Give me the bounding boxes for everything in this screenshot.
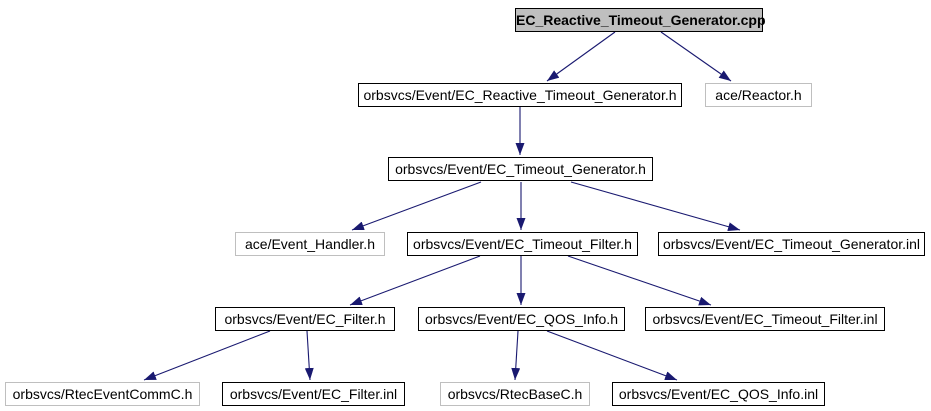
edge-qos_info_h-to-rtec_base_c_h	[511, 330, 521, 381]
graph-node-timeout-generator-inl[interactable]: orbsvcs/Event/EC_Timeout_Generator.inl	[658, 232, 925, 256]
graph-node-qos-info-inl[interactable]: orbsvcs/Event/EC_QOS_Info.inl	[612, 382, 825, 406]
edge-timeout_filter_h-to-filter_h	[349, 255, 481, 306]
edge-qos_info_h-to-qos_info_inl	[546, 330, 678, 381]
edge-cpp-to-reactor_h	[660, 31, 732, 82]
edge-timeout_generator_h-to-timeout_generator_inl	[570, 181, 741, 232]
edge-filter_h-to-rtec_event_comm_c_h	[143, 330, 271, 381]
edge-filter_h-to-filter_inl	[304, 330, 314, 381]
graph-node-qos-info-h[interactable]: orbsvcs/Event/EC_QOS_Info.h	[418, 307, 625, 331]
graph-node-root-cpp: EC_Reactive_Timeout_Generator.cpp	[515, 8, 766, 32]
graph-node-event-handler-h: ace/Event_Handler.h	[235, 232, 385, 256]
graph-node-reactive-timeout-generator-h[interactable]: orbsvcs/Event/EC_Reactive_Timeout_Genera…	[358, 83, 682, 107]
edge-timeout_filter_h-to-timeout_filter_inl	[567, 255, 712, 306]
edge-cpp-to-reactive_timeout_generator_h	[546, 31, 616, 82]
graph-node-rtec-base-c-h: orbsvcs/RtecBaseC.h	[440, 382, 590, 406]
graph-node-timeout-generator-h[interactable]: orbsvcs/Event/EC_Timeout_Generator.h	[388, 157, 653, 181]
edge-timeout_generator_h-to-event_handler_h	[351, 181, 482, 231]
graph-node-filter-inl[interactable]: orbsvcs/Event/EC_Filter.inl	[222, 382, 405, 406]
graph-node-timeout-filter-inl[interactable]: orbsvcs/Event/EC_Timeout_Filter.inl	[645, 307, 885, 331]
graph-node-filter-h[interactable]: orbsvcs/Event/EC_Filter.h	[215, 307, 395, 331]
graph-node-timeout-filter-h[interactable]: orbsvcs/Event/EC_Timeout_Filter.h	[407, 232, 638, 256]
graph-node-reactor-h: ace/Reactor.h	[705, 83, 812, 107]
graph-node-rtec-event-comm-c-h: orbsvcs/RtecEventCommC.h	[5, 382, 200, 406]
